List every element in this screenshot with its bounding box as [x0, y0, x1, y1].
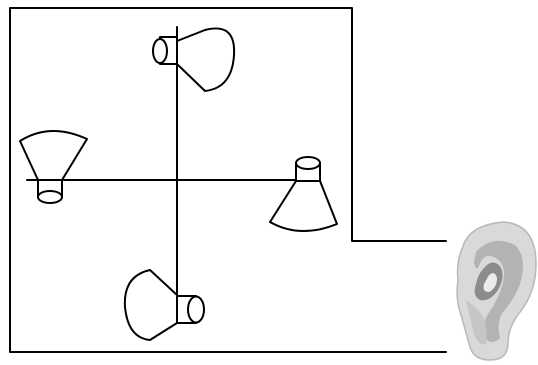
ear-icon [457, 222, 536, 360]
speaker-left-icon [20, 131, 87, 203]
speaker-bottom-icon [125, 270, 204, 340]
speaker-top-icon [153, 28, 234, 91]
speaker-right-icon [270, 157, 337, 231]
